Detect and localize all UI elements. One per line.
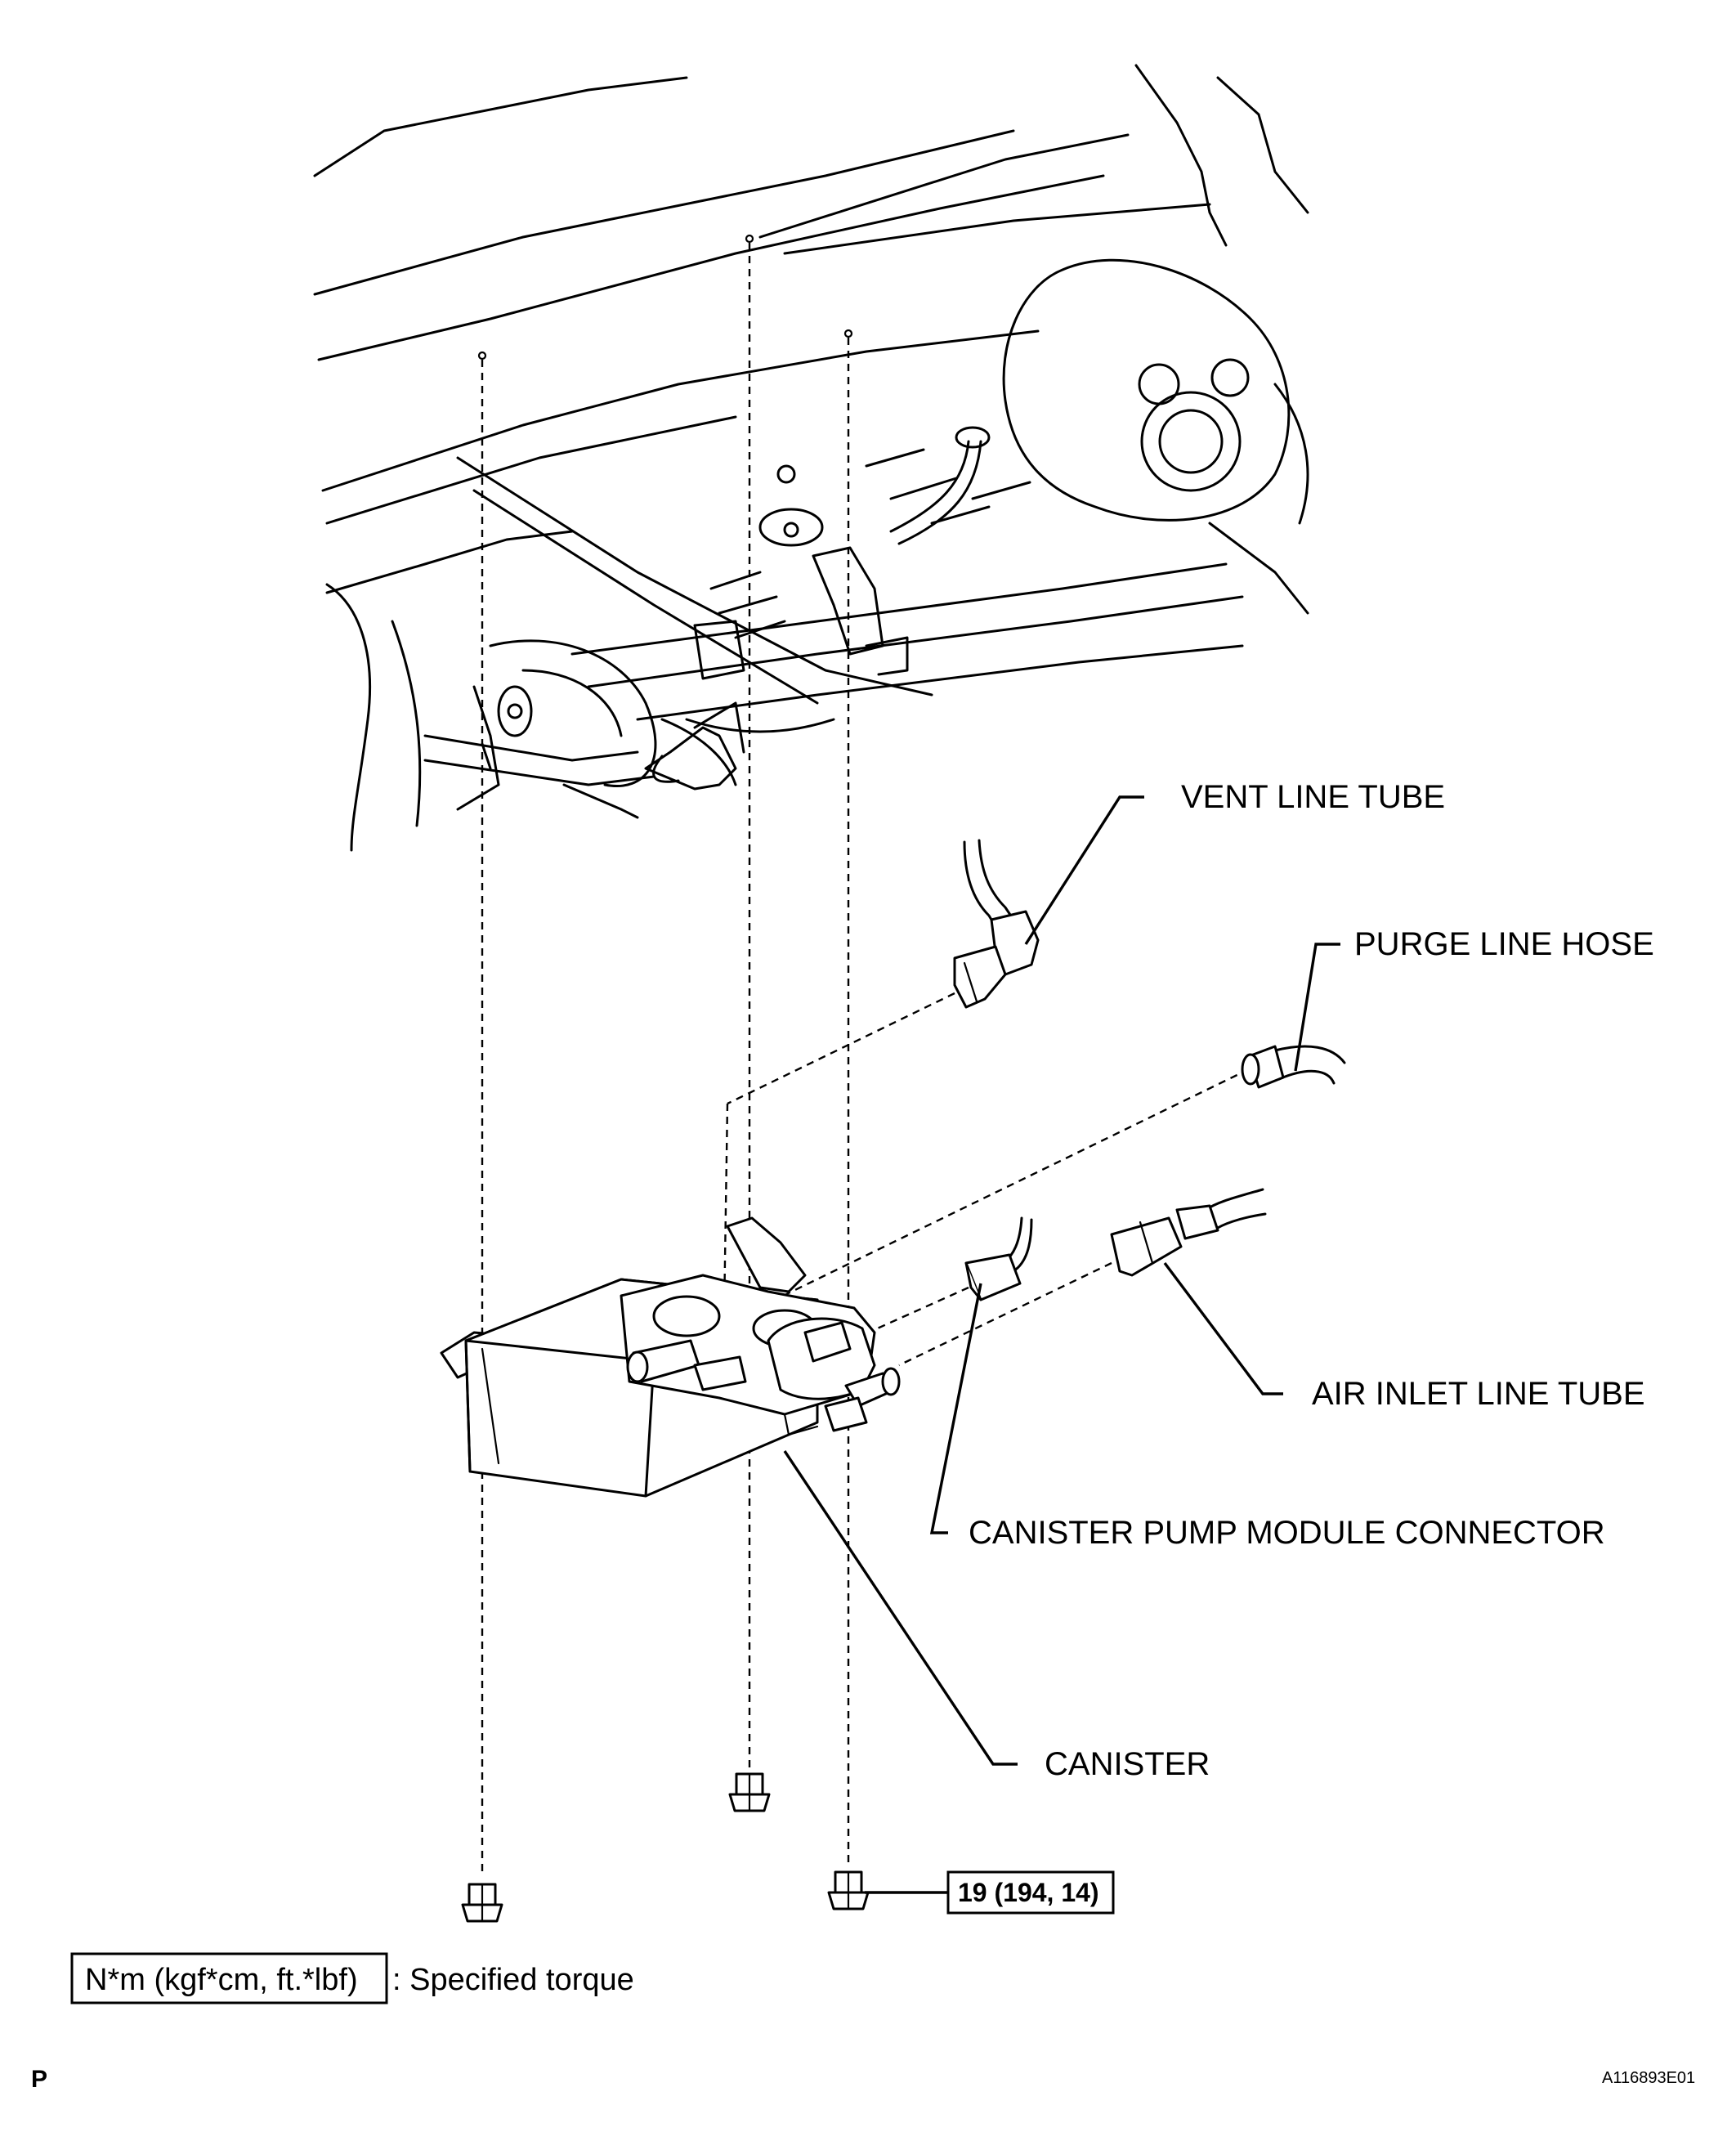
figure-code: A116893E01: [1602, 2069, 1695, 2087]
canister-label: CANISTER: [1045, 1746, 1210, 1782]
bolt-left: [461, 1883, 503, 1923]
bolt-center: [728, 1772, 771, 1812]
corner-mark: P: [31, 2066, 47, 2093]
air-inlet-line-tube-label: AIR INLET LINE TUBE: [1312, 1376, 1645, 1412]
torque-value: 19 (194, 14): [958, 1878, 1099, 1907]
canister-pump-module-connector-label: CANISTER PUMP MODULE CONNECTOR: [969, 1515, 1605, 1551]
vehicle-underbody: [313, 64, 1309, 852]
purge-line-hose-part: [1241, 1045, 1346, 1089]
leader-lines: [783, 795, 1340, 1894]
legend-description: : Specified torque: [392, 1963, 634, 1997]
vent-line-tube-part: [953, 839, 1040, 1009]
pump-module-connector-part: [964, 1216, 1033, 1301]
vent-line-tube-label: VENT LINE TUBE: [1181, 779, 1445, 815]
purge-line-hose-label: PURGE LINE HOSE: [1354, 926, 1654, 962]
bolt-right: [827, 1870, 870, 1910]
torque-spec-box: 19 (194, 14): [946, 1870, 1115, 1915]
canister-part: [440, 1216, 901, 1498]
bolt-axis-lines: [477, 234, 1250, 1876]
legend: N*m (kgf*cm, ft.*lbf) : Specified torque: [70, 1952, 634, 2004]
legend-units: N*m (kgf*cm, ft.*lbf): [85, 1963, 358, 1997]
air-inlet-line-tube-part: [1110, 1188, 1267, 1277]
